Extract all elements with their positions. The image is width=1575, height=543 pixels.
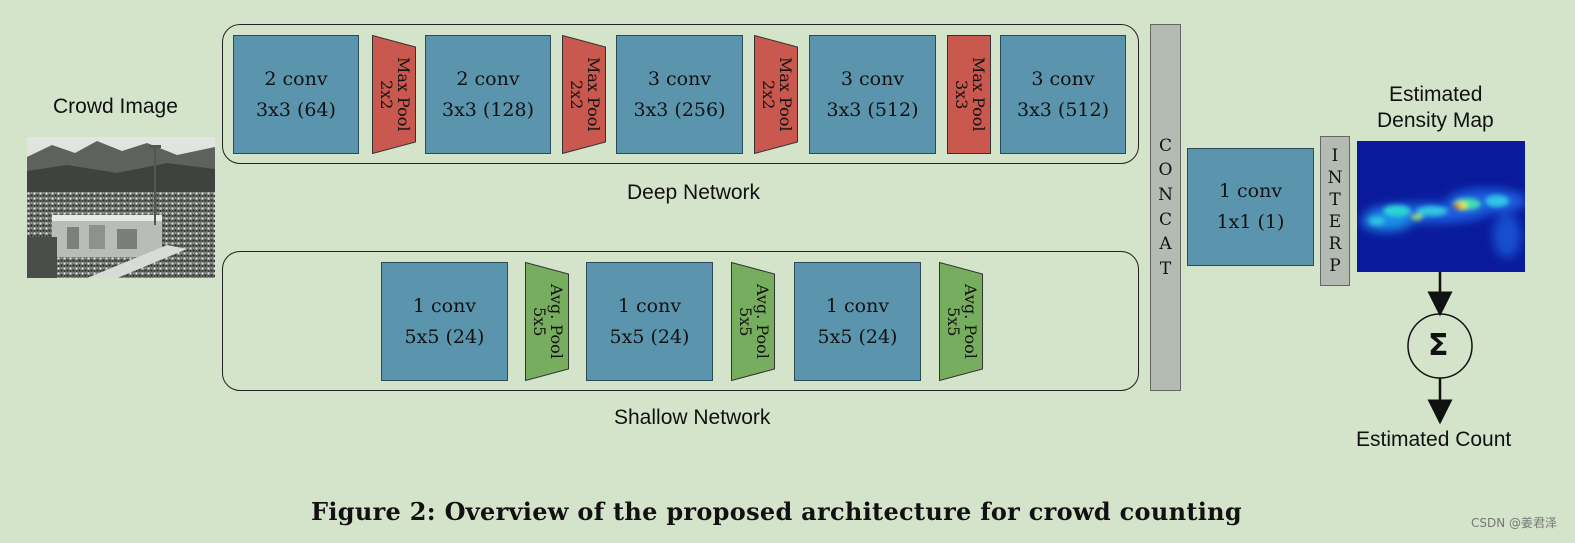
interp-letter: I <box>1331 145 1339 166</box>
avg-pool-3-line1: Avg. Pool <box>960 284 980 359</box>
deep-conv-5-line1: 3 conv <box>1031 67 1095 90</box>
crowd-image-label: Crowd Image <box>53 95 178 118</box>
density-map-label-line2: Density Map <box>1377 109 1494 132</box>
max-pool-1-line1: Max Pool <box>393 57 413 132</box>
max-pool-block-2: Max Pool 2x2 <box>562 35 606 154</box>
shallow-conv-3-line2: 5x5 (24) <box>817 325 898 348</box>
deep-network-container <box>222 24 1139 164</box>
deep-conv-block-2: 2 conv 3x3 (128) <box>425 35 551 154</box>
concat-letter: C <box>1158 135 1172 156</box>
deep-conv-1-line1: 2 conv <box>264 67 328 90</box>
shallow-conv-3-line1: 1 conv <box>825 294 890 317</box>
deep-conv-5-line2: 3x3 (512) <box>1016 98 1110 121</box>
output-flow <box>1407 272 1473 425</box>
deep-conv-block-3: 3 conv 3x3 (256) <box>616 35 743 154</box>
interp-letter: T <box>1329 189 1341 210</box>
concat-letter: N <box>1158 184 1173 205</box>
deep-conv-block-1: 2 conv 3x3 (64) <box>233 35 359 154</box>
concat-letter: T <box>1159 258 1172 279</box>
deep-conv-block-4: 3 conv 3x3 (512) <box>809 35 936 154</box>
deep-conv-block-5: 3 conv 3x3 (512) <box>1000 35 1126 154</box>
shallow-conv-block-3: 1 conv 5x5 (24) <box>794 262 921 381</box>
max-pool-1-line2: 2x2 <box>377 79 396 110</box>
final-conv-line1: 1 conv <box>1218 180 1283 202</box>
avg-pool-3-line2: 5x5 <box>944 306 963 337</box>
shallow-network-container <box>222 251 1139 391</box>
interp-layer: I N T E R P <box>1320 136 1350 286</box>
avg-pool-2-line2: 5x5 <box>736 306 755 337</box>
avg-pool-block-2: Avg. Pool 5x5 <box>731 262 775 381</box>
watermark: CSDN @姜君泽 <box>1470 516 1557 530</box>
avg-pool-1-line1: Avg. Pool <box>546 284 566 359</box>
sum-icon: Σ <box>1428 328 1449 363</box>
crowd-image <box>27 137 215 278</box>
shallow-conv-2-line1: 1 conv <box>617 294 682 317</box>
concat-letter: C <box>1158 209 1172 230</box>
deep-conv-2-line1: 2 conv <box>456 67 520 90</box>
max-pool-2-line1: Max Pool <box>583 57 603 132</box>
interp-letter: N <box>1327 167 1343 188</box>
interp-letter: P <box>1329 256 1341 277</box>
max-pool-3-line1: Max Pool <box>775 57 795 132</box>
density-map-label-line1: Estimated <box>1389 83 1483 106</box>
shallow-conv-block-1: 1 conv 5x5 (24) <box>381 262 508 381</box>
avg-pool-2-line1: Avg. Pool <box>752 284 772 359</box>
avg-pool-1-line2: 5x5 <box>530 306 549 337</box>
max-pool-3-line2: 2x2 <box>759 79 778 110</box>
shallow-network-label: Shallow Network <box>614 406 771 429</box>
deep-conv-3-line2: 3x3 (256) <box>633 98 726 121</box>
concat-letter: A <box>1159 234 1172 255</box>
shallow-conv-1-line1: 1 conv <box>412 294 477 317</box>
max-pool-block-3: Max Pool 2x2 <box>754 35 798 154</box>
deep-conv-3-line1: 3 conv <box>647 67 712 90</box>
figure-caption: Figure 2: Overview of the proposed archi… <box>311 497 1242 526</box>
avg-pool-block-3: Avg. Pool 5x5 <box>939 262 983 381</box>
shallow-conv-1-line2: 5x5 (24) <box>404 325 485 348</box>
max-pool-2-line2: 2x2 <box>567 79 586 110</box>
max-pool-block-4: Max Pool 3x3 <box>947 35 991 154</box>
deep-conv-2-line2: 3x3 (128) <box>441 98 535 121</box>
concat-letter: O <box>1158 160 1173 181</box>
avg-pool-block-1: Avg. Pool 5x5 <box>525 262 569 381</box>
deep-network-label: Deep Network <box>627 181 761 204</box>
deep-conv-1-line2: 3x3 (64) <box>256 98 336 121</box>
shallow-conv-2-line2: 5x5 (24) <box>609 325 690 348</box>
interp-letter: E <box>1328 212 1342 232</box>
concat-layer: C O N C A T <box>1150 24 1181 391</box>
max-pool-4-line1: Max Pool <box>968 57 988 132</box>
final-conv-block: 1 conv 1x1 (1) <box>1187 148 1314 266</box>
density-map-image <box>1357 141 1525 272</box>
shallow-conv-block-2: 1 conv 5x5 (24) <box>586 262 713 381</box>
max-pool-4-line2: 3x3 <box>952 79 971 110</box>
max-pool-block-1: Max Pool 2x2 <box>372 35 416 154</box>
deep-conv-4-line2: 3x3 (512) <box>826 98 919 121</box>
final-conv-line2: 1x1 (1) <box>1216 211 1285 233</box>
interp-letter: R <box>1328 234 1342 255</box>
deep-conv-4-line1: 3 conv <box>840 67 905 90</box>
estimated-count-label: Estimated Count <box>1356 428 1512 451</box>
